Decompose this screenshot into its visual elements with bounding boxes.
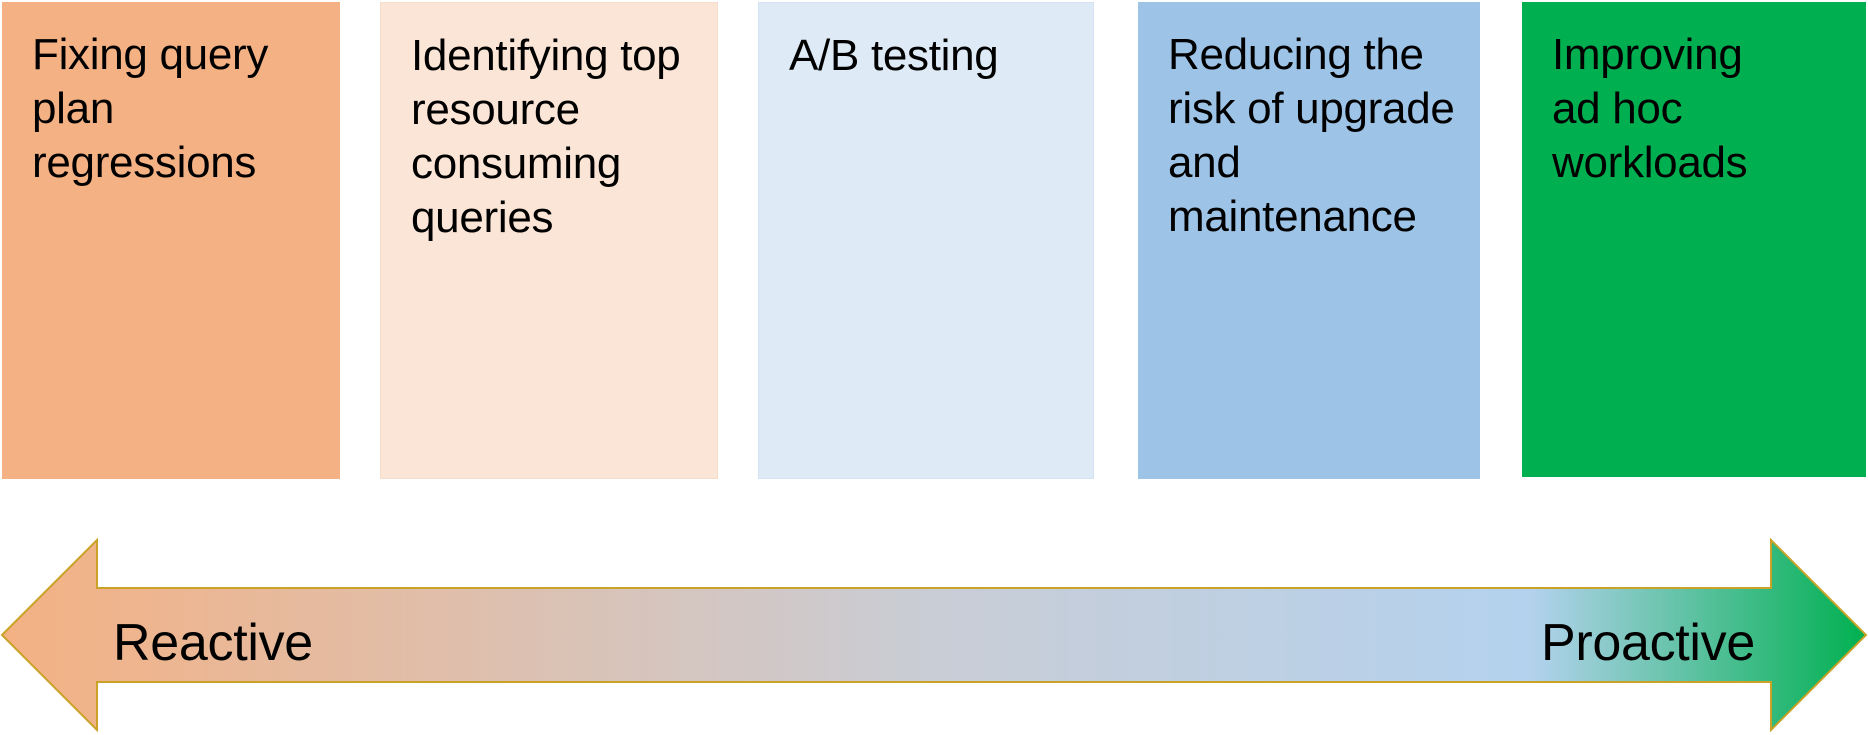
arrow-body <box>0 537 1868 733</box>
use-case-card-fixing-query-plan-regressions: Fixing query plan regressions <box>2 2 340 479</box>
use-case-card-label: Identifying top resource consuming queri… <box>411 31 681 242</box>
use-case-card-label: Reducing the risk of upgrade and mainten… <box>1168 30 1455 241</box>
reactive-proactive-spectrum: Reactive Proactive <box>0 535 1868 735</box>
use-case-card-label: Fixing query plan regressions <box>32 30 269 187</box>
use-case-card-label: A/B testing <box>789 31 999 80</box>
double-headed-arrow-icon <box>0 537 1868 733</box>
proactive-label: Proactive <box>1540 614 1755 672</box>
use-case-card-improving-ad-hoc-workloads: Improving ad hoc workloads <box>1522 2 1866 477</box>
reactive-label: Reactive <box>113 614 313 672</box>
use-case-card-ab-testing: A/B testing <box>758 2 1094 479</box>
use-case-card-label: Improving ad hoc workloads <box>1552 30 1748 187</box>
use-case-card-reducing-upgrade-risk: Reducing the risk of upgrade and mainten… <box>1138 2 1480 479</box>
use-case-card-identifying-top-resource-consuming-queries: Identifying top resource consuming queri… <box>380 2 718 479</box>
